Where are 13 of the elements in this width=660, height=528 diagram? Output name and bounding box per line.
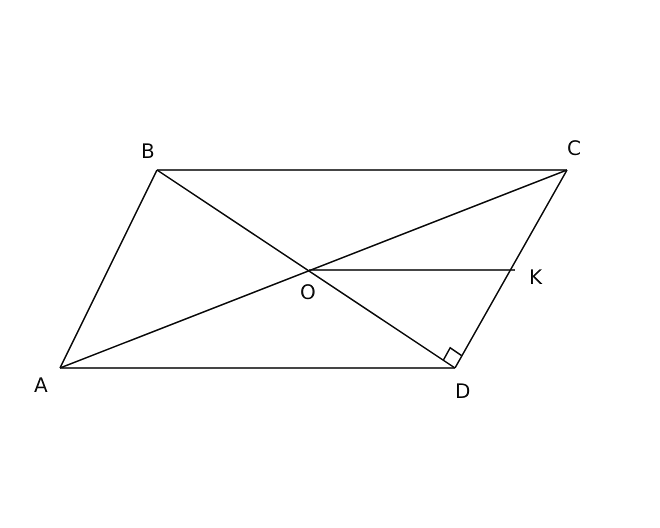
line-segment	[157, 169, 567, 171]
point-label: B	[141, 140, 155, 162]
line-segment	[60, 367, 455, 369]
point-label: A	[34, 374, 48, 396]
point-label: K	[529, 266, 542, 288]
line-segment	[454, 170, 568, 368]
line-segment	[309, 269, 515, 271]
line-segment	[60, 169, 568, 369]
point-label: D	[455, 380, 470, 402]
point-label: C	[567, 137, 581, 159]
point-label: O	[300, 281, 316, 303]
line-segment	[59, 170, 158, 368]
line-segment	[156, 169, 456, 369]
